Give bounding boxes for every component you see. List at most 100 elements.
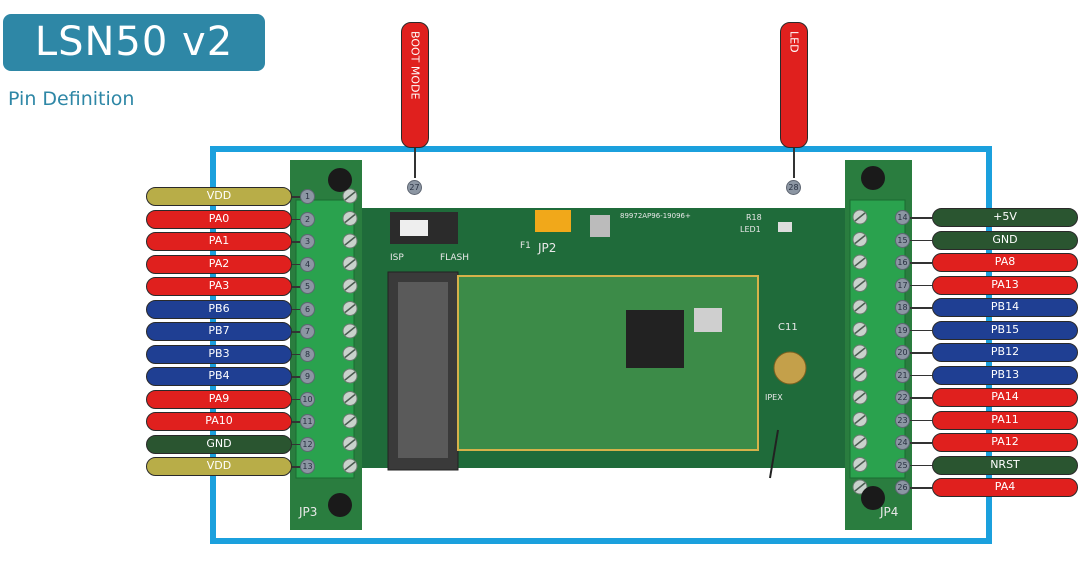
lora-chip <box>626 310 684 368</box>
pin-label-8: PB3 <box>146 344 292 364</box>
right-screw-slot-13 <box>854 482 866 492</box>
pin-connector-1 <box>292 196 300 198</box>
pin-label-24: PA12 <box>932 433 1078 452</box>
product-title: LSN50 v2 <box>3 14 265 71</box>
pin-number-24: 24 <box>895 435 910 450</box>
pin-label-4: PA2 <box>146 254 292 274</box>
pin-connector-22 <box>910 397 932 399</box>
pin-label-25: NRST <box>932 455 1078 475</box>
pin-connector-25 <box>910 464 932 466</box>
pin-label-2: PA0 <box>146 209 292 229</box>
pin-connector-21 <box>910 374 932 376</box>
led-line <box>793 148 795 178</box>
boot-mode-label: BOOT MODE <box>401 22 429 148</box>
pin-number-4: 4 <box>300 256 315 272</box>
sd-slot-inner <box>398 282 448 458</box>
pin-number-2: 2 <box>300 211 315 227</box>
right-screw-slot-1 <box>854 212 866 222</box>
right-screw-slot-11 <box>854 437 866 447</box>
pin-number-12: 12 <box>300 436 315 452</box>
pin-number-20: 20 <box>895 345 910 360</box>
pin-label-11: PA10 <box>146 412 292 431</box>
jumper-jp2 <box>535 210 571 232</box>
lora-module <box>457 275 759 451</box>
pin-connector-15 <box>910 239 932 241</box>
pin-label-3: PA1 <box>146 232 292 251</box>
board-illustration: JP3 JP4 ISP FLASH JP2 F1 89972AP96-19096… <box>290 160 912 530</box>
right-screw-slot-5 <box>854 302 866 312</box>
r18-label: R18 <box>746 213 762 222</box>
jp2-label: JP2 <box>537 241 556 255</box>
pin-number-16: 16 <box>895 255 910 270</box>
pin-label-21: PB13 <box>932 365 1078 385</box>
screws-left <box>342 188 358 474</box>
pin-number-3: 3 <box>300 234 315 249</box>
left-screw-slot-11 <box>344 416 356 426</box>
boot-switch-slider <box>400 220 428 236</box>
right-screw-slot-2 <box>854 234 866 245</box>
pin-label-10: PA9 <box>146 389 292 409</box>
pin-connector-16 <box>910 262 932 264</box>
pin-connector-24 <box>910 442 932 444</box>
right-screw-slot-7 <box>854 347 866 357</box>
pin-connector-13 <box>292 466 300 468</box>
pin-connector-20 <box>910 352 932 354</box>
pin-label-16: PA8 <box>932 253 1078 272</box>
c11-label: C11 <box>778 322 798 333</box>
left-screw-slot-4 <box>344 258 356 269</box>
pin-number-22: 22 <box>895 390 910 405</box>
jp3-label: JP3 <box>298 505 317 519</box>
pin-label-6: PB6 <box>146 299 292 319</box>
mount-screw-tr <box>861 166 885 190</box>
pin-label-15: GND <box>932 230 1078 250</box>
pin-connector-8 <box>292 353 300 355</box>
pin-connector-18 <box>910 307 932 309</box>
right-screw-slot-12 <box>854 459 866 470</box>
pin-connector-9 <box>292 376 300 378</box>
page-subtitle: Pin Definition <box>8 88 135 110</box>
left-screw-slot-10 <box>344 393 356 404</box>
led-label: LED <box>780 22 808 148</box>
left-screw-slot-3 <box>344 236 356 246</box>
ipex-label: IPEX <box>765 393 783 402</box>
pin-connector-11 <box>292 421 300 423</box>
pin-number-17: 17 <box>895 277 910 293</box>
pin-connector-10 <box>292 398 300 400</box>
pin-number-13: 13 <box>300 459 315 474</box>
left-screw-slot-9 <box>344 371 356 381</box>
led1-label: LED1 <box>740 225 761 234</box>
pin-label-13: VDD <box>146 457 292 476</box>
pin-number-11: 11 <box>300 414 315 429</box>
pin-connector-4 <box>292 263 300 265</box>
pin-number-25: 25 <box>895 457 910 473</box>
pin-number-6: 6 <box>300 301 315 317</box>
antenna-wire <box>769 429 779 479</box>
left-screw-slot-1 <box>344 191 356 201</box>
mount-screw-bl <box>328 493 352 517</box>
left-screw-slot-8 <box>344 348 356 359</box>
antenna-screw <box>773 351 807 385</box>
left-screw-slot-2 <box>344 213 356 224</box>
pin-label-7: PB7 <box>146 322 292 341</box>
pin-label-22: PA14 <box>932 388 1078 407</box>
terminal-block-left <box>295 199 355 479</box>
pin-connector-7 <box>292 331 300 333</box>
pin-label-23: PA11 <box>932 410 1078 430</box>
pin-number-5: 5 <box>300 279 315 294</box>
pin-number-7: 7 <box>300 324 315 339</box>
pin-label-1: VDD <box>146 187 292 206</box>
right-screw-slot-9 <box>854 392 866 402</box>
pin-number-23: 23 <box>895 412 910 428</box>
left-screw-slot-5 <box>344 281 356 291</box>
pin-label-9: PB4 <box>146 367 292 386</box>
pin-label-20: PB12 <box>932 343 1078 362</box>
pin-number-21: 21 <box>895 367 910 383</box>
pin-label-18: PB14 <box>932 298 1078 317</box>
pin-label-26: PA4 <box>932 478 1078 497</box>
pin-label-19: PB15 <box>932 320 1078 340</box>
right-screw-slot-10 <box>854 414 866 425</box>
right-screw-slot-6 <box>854 324 866 335</box>
pin-label-14: +5V <box>932 208 1078 227</box>
crystal <box>694 308 722 332</box>
isp-label: ISP <box>390 253 404 263</box>
